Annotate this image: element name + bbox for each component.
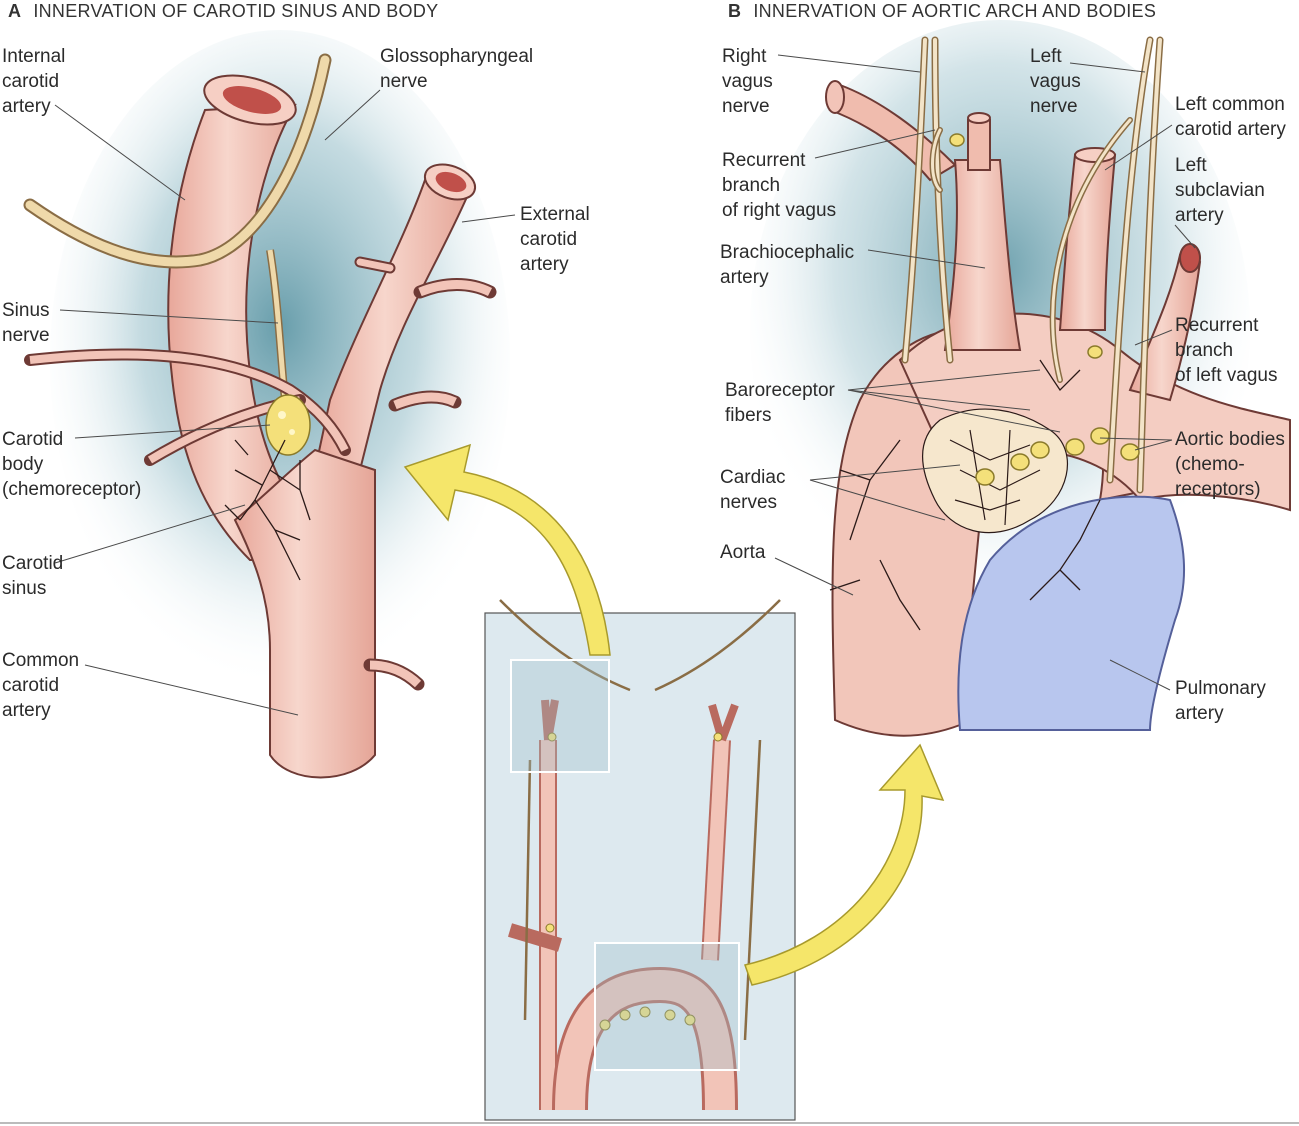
- label-glossopharyngeal: Glossopharyngeal nerve: [380, 46, 534, 92]
- carotid-sinus-fibers: [224, 439, 311, 581]
- common-carotid-artery: [233, 448, 376, 779]
- inset-frame: [484, 612, 796, 1121]
- label-common-carotid: Common carotid artery: [2, 650, 80, 721]
- label-pulmonary: Pulmonary artery: [1175, 678, 1266, 724]
- inset-zoom-box-carotid: [510, 659, 610, 773]
- label-recurrent-left: Recurrent branch of left vagus: [1175, 315, 1278, 386]
- label-cardiac-nerves: Cardiac nerves: [720, 467, 786, 513]
- label-sinus-nerve: Sinus nerve: [2, 300, 50, 346]
- label-carotid-body: Carotid body (chemoreceptor): [2, 429, 142, 500]
- cardiac-nerve-plexus: [921, 408, 1068, 534]
- label-right-vagus: Right vagus nerve: [722, 46, 773, 117]
- carotid-body: [265, 394, 311, 456]
- label-recurrent-right: Recurrent branch of right vagus: [722, 150, 837, 221]
- label-brachiocephalic: Brachiocephalic artery: [720, 242, 855, 288]
- panel-a-illustration: [23, 30, 510, 779]
- label-external-carotid: External carotid artery: [520, 204, 590, 275]
- label-carotid-sinus: Carotid sinus: [2, 553, 64, 599]
- panel-b-letter: B: [728, 1, 742, 21]
- overview-inset: [484, 599, 796, 1121]
- label-internal-carotid: Internal carotid artery: [2, 46, 66, 117]
- label-baroreceptor: Baroreceptor fibers: [725, 380, 835, 426]
- label-left-vagus: Left vagus nerve: [1030, 46, 1081, 117]
- label-aortic-bodies: Aortic bodies (chemo- receptors): [1175, 429, 1285, 500]
- label-left-common-carotid: Left common carotid artery: [1175, 94, 1286, 140]
- vagus-nerves: [901, 36, 1164, 494]
- leader-lines: [54, 54, 1196, 716]
- aortic-bodies: [949, 133, 1140, 486]
- label-left-subclavian: Left subclavian artery: [1175, 155, 1265, 226]
- cardiac-fibers: [829, 359, 1101, 631]
- arrow-to-panel-b: [744, 743, 945, 986]
- arrow-to-panel-a: [403, 443, 611, 656]
- panel-b-illustration: [750, 20, 1291, 737]
- panel-a-letter: A: [8, 1, 22, 21]
- brachiocephalic-artery: [943, 159, 1022, 351]
- internal-carotid-artery: [167, 103, 302, 561]
- pulmonary-artery: [957, 495, 1186, 731]
- inset-zoom-box-aortic: [594, 942, 740, 1071]
- label-aorta: Aorta: [720, 542, 766, 563]
